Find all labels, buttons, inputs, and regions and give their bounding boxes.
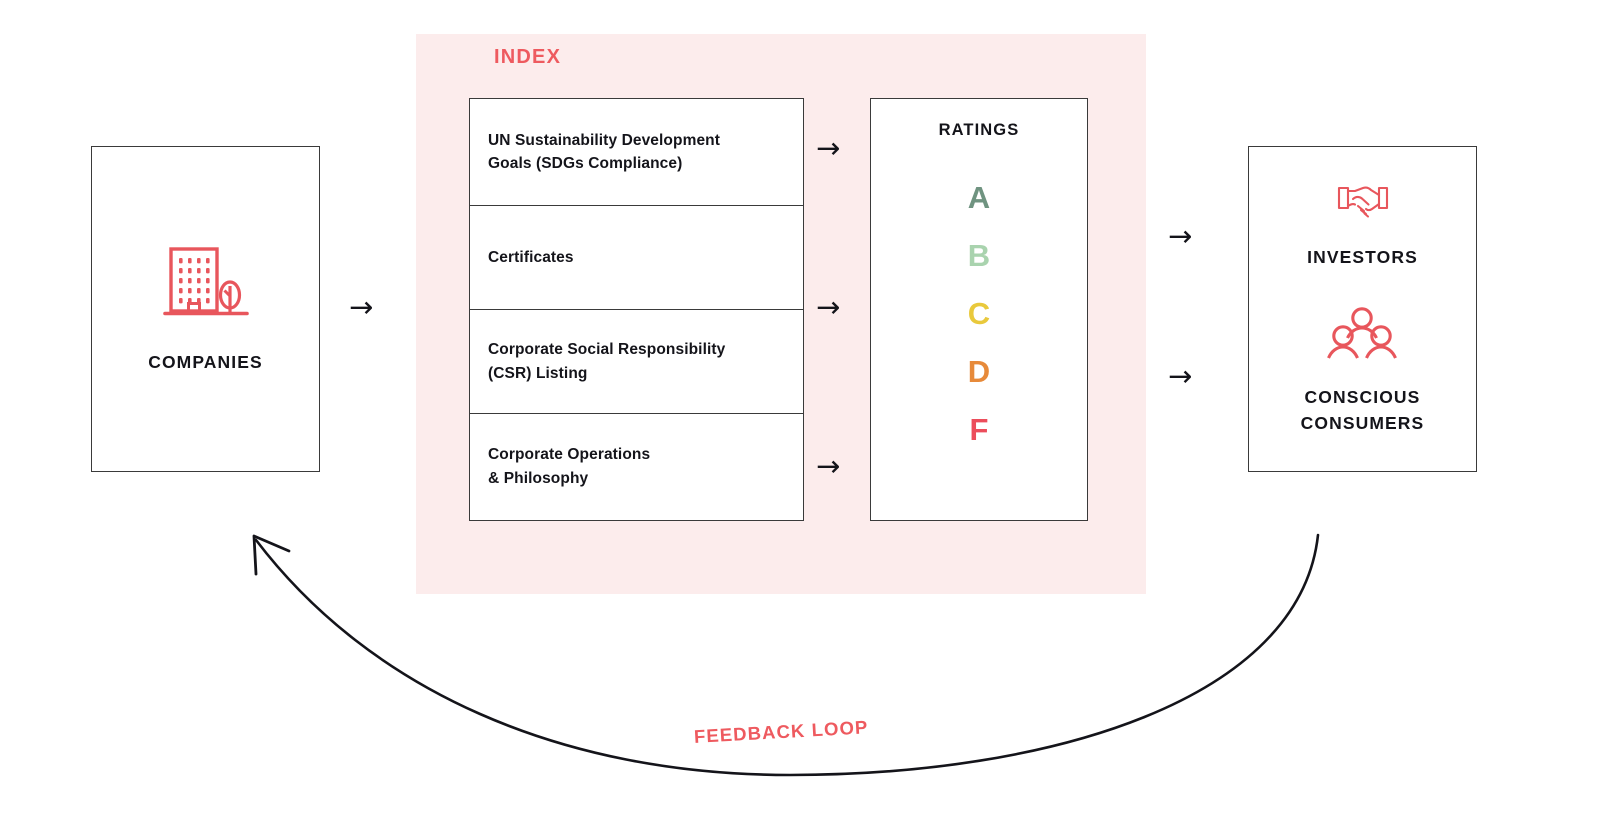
investors-caption: INVESTORS xyxy=(1307,246,1418,267)
feedback-loop-label: FEEDBACK LOOP xyxy=(693,716,869,747)
criteria-text: UN Sustainability Development Goals (SDG… xyxy=(488,131,721,172)
grade-c: C xyxy=(967,296,991,331)
criteria-row: Corporate Social Responsibility (CSR) Li… xyxy=(470,310,803,414)
audience-card: INVESTORS xyxy=(1248,146,1477,472)
criteria-text: Certificates xyxy=(488,248,574,266)
grade-d: D xyxy=(967,354,991,389)
index-criteria-card: UN Sustainability Development Goals (SDG… xyxy=(469,98,804,521)
arrow-companies-to-index: → xyxy=(349,290,374,324)
criteria-text: Corporate Operations & Philosophy xyxy=(488,446,651,487)
arrow-ratings-to-investors: → xyxy=(1168,219,1193,253)
consumers-caption: CONSCIOUS CONSUMERS xyxy=(1300,387,1425,433)
arrow-criterion-1-to-ratings: → xyxy=(816,131,841,165)
criteria-row: Corporate Operations & Philosophy xyxy=(470,414,803,519)
ratings-card: RATINGS A B C D F xyxy=(870,98,1088,521)
handshake-icon xyxy=(1336,182,1390,229)
consumers-block: CONSCIOUS CONSUMERS xyxy=(1301,306,1425,436)
criteria-text: Corporate Social Responsibility (CSR) Li… xyxy=(488,341,726,382)
people-group-icon xyxy=(1326,306,1398,369)
grade-a: A xyxy=(967,180,991,215)
ratings-title: RATINGS xyxy=(938,121,1020,139)
arrow-criterion-2-to-ratings: → xyxy=(816,290,841,324)
building-tree-icon xyxy=(162,243,249,328)
arrow-ratings-to-consumers: → xyxy=(1168,359,1193,393)
criteria-row: Certificates xyxy=(470,206,803,310)
index-label: INDEX xyxy=(494,46,562,68)
companies-caption: COMPANIES xyxy=(148,351,263,372)
grade-f: F xyxy=(969,412,989,447)
companies-card: COMPANIES xyxy=(91,146,320,472)
arrow-criterion-4-to-ratings: → xyxy=(816,449,841,483)
grade-b: B xyxy=(967,238,991,273)
investors-block: INVESTORS xyxy=(1307,182,1418,270)
criteria-row: UN Sustainability Development Goals (SDG… xyxy=(470,99,803,206)
